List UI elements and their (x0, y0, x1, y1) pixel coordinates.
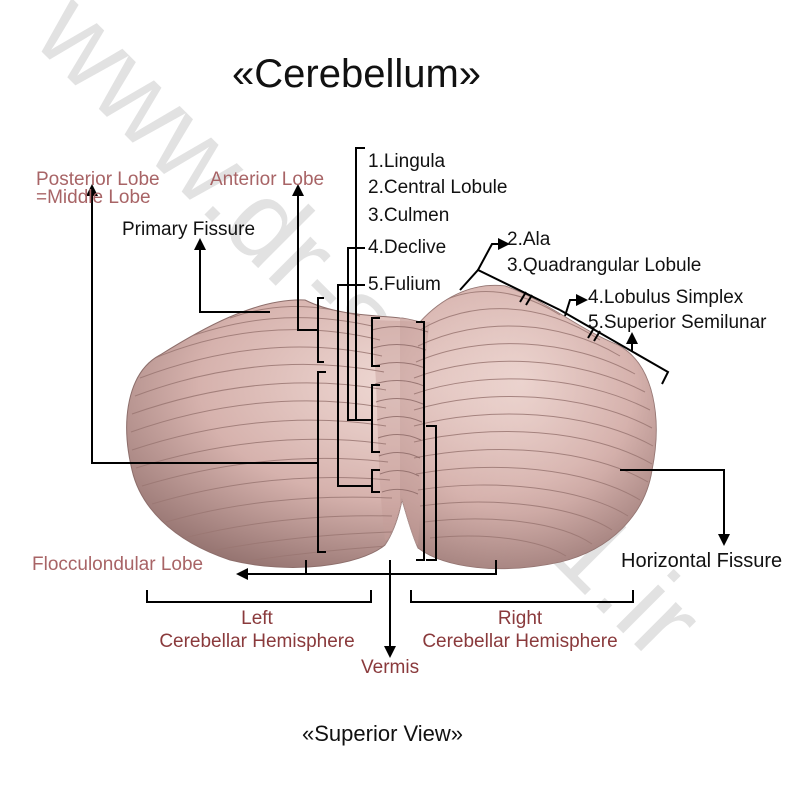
superior-semilunar-label: 5.Superior Semilunar (588, 312, 767, 333)
posterior-lobe-text: Posterior Lobe (36, 169, 160, 190)
right-hemisphere-bracket (410, 590, 634, 603)
lobulus-simplex-leader (564, 299, 578, 317)
posterior-lobe-label: Posterior Lobe =Middle Lobe (36, 169, 160, 209)
brain-body (126, 284, 657, 570)
horizontal-fissure-leader (620, 469, 725, 536)
vermis-right-bracket-2 (426, 425, 437, 561)
page-title: «Cerebellum» (232, 52, 482, 96)
vermis-lobule-bracket-low (371, 469, 380, 493)
primary-fissure-leader (199, 245, 270, 313)
right-hemisphere-label: Right Cerebellar Hemisphere (408, 608, 632, 653)
arrowheads (86, 184, 730, 658)
arrowhead-posterior-lobe (86, 184, 98, 196)
culmen-label: 3.Culmen (368, 205, 450, 226)
central-lobule-label: 2.Central Lobule (368, 177, 508, 198)
horizontal-fissure-label: Horizontal Fissure (621, 550, 783, 572)
fulium-leader (337, 284, 372, 487)
vermis-lobule-bracket-upper (371, 317, 380, 367)
vermis-right-bracket (416, 321, 425, 561)
lingula-label: 1.Lingula (368, 151, 446, 172)
anterior-lobe-label: Anterior Lobe (210, 169, 325, 190)
left-hemisphere-line-1: Left (241, 608, 273, 629)
flocculondular-leader (305, 560, 497, 575)
flocculondular-lobe-label: Flocculondular Lobe (32, 554, 204, 575)
middle-lobe-text: =Middle Lobe (36, 186, 151, 208)
page-subtitle: «Superior View» (302, 721, 464, 746)
arrowhead-anterior-lobe (292, 184, 304, 196)
arrowhead-primary-fissure (194, 238, 206, 250)
bracket-ticks (519, 291, 601, 342)
posterior-lobe-leader (91, 192, 318, 464)
quadrangular-lobule-label: 3.Quadrangular Lobule (507, 255, 702, 276)
arrowhead-ala (498, 238, 510, 250)
vermis-lobule-leader-1 (355, 147, 365, 420)
declive-label: 4.Declive (368, 237, 447, 258)
ala-label: 2.Ala (507, 229, 551, 250)
declive-leader (347, 247, 372, 421)
left-hemisphere-bracket (146, 590, 372, 603)
primary-fissure-label: Primary Fissure (122, 219, 256, 240)
right-hemisphere-line-2: Cerebellar Hemisphere (422, 630, 618, 652)
arrowhead-lobulus-simplex (576, 294, 588, 306)
right-hemisphere-line-1: Right (497, 608, 543, 629)
leader-lines (91, 147, 725, 648)
arrowhead-superior-semilunar (626, 332, 638, 344)
arrowhead-horizontal-fissure (718, 534, 730, 546)
ala-leader (477, 243, 500, 271)
arrowhead-vermis (384, 646, 396, 658)
left-hemisphere-label: Left Cerebellar Hemisphere (145, 608, 369, 653)
left-hemisphere-line-2: Cerebellar Hemisphere (159, 630, 355, 652)
lobulus-simplex-bracket (559, 309, 670, 385)
lobulus-simplex-label: 4.Lobulus Simplex (588, 287, 744, 308)
anterior-lobe-leader (297, 192, 318, 331)
arrowhead-flocculondular (236, 568, 248, 580)
vermis-lobule-bracket-mid (371, 384, 380, 453)
fulium-label: 5.Fulium (368, 274, 441, 295)
vermis-label: Vermis (361, 657, 420, 678)
